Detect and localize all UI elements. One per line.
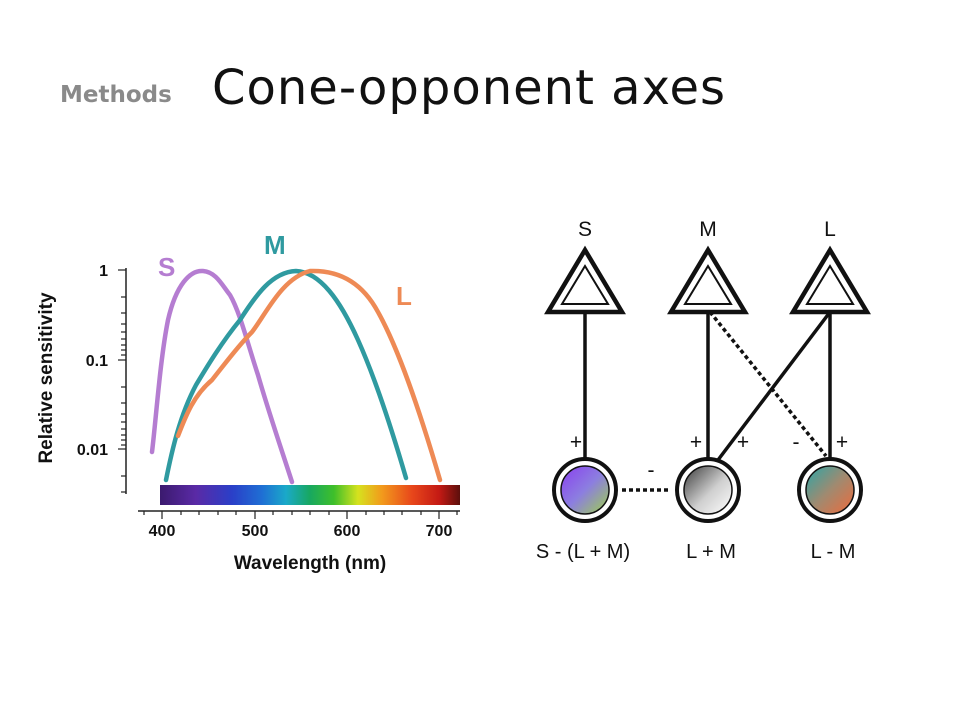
luminance-channel-circle [675,457,741,523]
m-cone-curve [163,268,409,483]
sign-minus-ld: - [793,431,800,454]
m-to-ld-inhibitory-line [708,310,828,458]
sign-plus-ld: + [836,431,848,454]
cone-diagram: S M L + + + - + - [536,218,871,563]
y-axis-title: Relative sensitivity [36,292,57,464]
s-lm-channel-circle [552,457,618,523]
l-cone-triangle [789,245,871,315]
x-tick-marks [143,511,458,519]
spectrum-bar [160,485,460,505]
sign-plus-lum-l: + [737,431,749,454]
l-curve-label: L [396,281,412,311]
slide-title: Cone-opponent axes [212,60,727,116]
section-label: Methods [60,82,172,108]
x-tick-label: 400 [149,523,176,540]
s-cone-curve [149,268,295,485]
channel-label-s-lm: S - (L + M) [536,541,630,563]
y-tick-marks [118,269,126,493]
s-cone-triangle [544,245,626,315]
y-tick-label: 0.1 [86,353,108,370]
l-cone-curve [175,268,443,483]
m-cone-triangle [667,245,749,315]
cone-label-s: S [578,218,592,241]
sign-minus-s-lum: - [648,459,655,482]
sign-plus-lum-m: + [690,431,702,454]
cone-label-m: M [699,218,717,241]
y-tick-label: 1 [99,263,108,280]
x-tick-label: 500 [242,523,269,540]
channel-label-luminance: L + M [686,541,736,563]
sensitivity-plot: 1 0.1 0.01 Relative sensitivity 400 500 … [36,230,460,574]
channel-label-l-m: L - M [811,541,856,563]
y-tick-label: 0.01 [77,442,108,459]
x-tick-label: 600 [334,523,361,540]
cone-label-l: L [824,218,836,241]
l-to-lum-channel-line [716,310,832,462]
m-curve-label: M [264,230,286,260]
sign-plus-s: + [570,431,582,454]
x-tick-label: 700 [426,523,453,540]
l-m-channel-circle [797,457,863,523]
s-curve-label: S [158,252,175,282]
x-axis-title: Wavelength (nm) [234,553,386,574]
